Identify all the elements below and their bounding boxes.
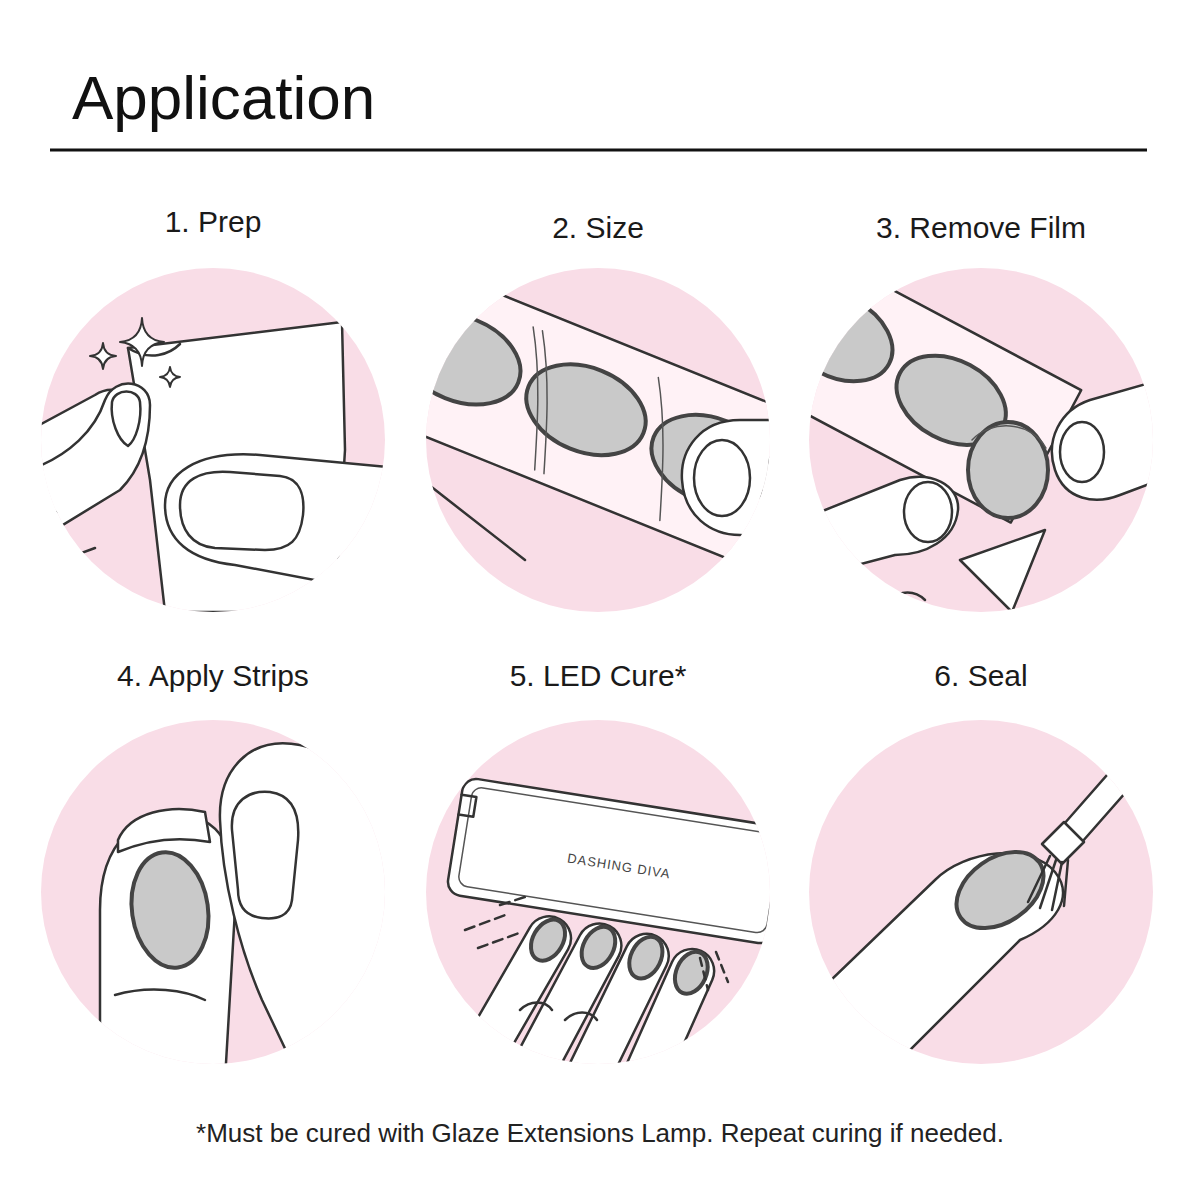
led-cure-illustration — [524, 914, 572, 967]
remove-film-illustration — [972, 426, 1046, 448]
title-block: Application — [72, 62, 375, 134]
size-illustration — [346, 256, 851, 600]
apply-strips-illustration — [220, 743, 400, 1080]
led-cure-illustration — [575, 921, 622, 974]
prep-illustration — [90, 343, 116, 369]
prep-illustration — [112, 392, 141, 447]
prep-illustration — [180, 472, 303, 550]
seal-illustration — [1064, 726, 1170, 842]
remove-film-illustration — [1060, 422, 1104, 482]
size-illustration — [493, 331, 593, 474]
seal-illustration — [800, 726, 1170, 1080]
remove-film-illustration — [800, 477, 958, 580]
apply-strips-illustration — [100, 743, 400, 1080]
apply-strips-illustration — [115, 990, 205, 1000]
led-cure-illustration — [457, 786, 781, 934]
led-cure-illustration — [669, 947, 714, 999]
prep-illustration — [120, 318, 164, 366]
remove-film-illustration — [904, 482, 952, 542]
led-cure-illustration — [458, 795, 476, 817]
prep-illustration — [160, 367, 180, 387]
step-heading: 5. LED Cure* — [408, 656, 788, 696]
size-illustration — [682, 420, 800, 540]
remove-film-illustration — [768, 274, 908, 399]
remove-film-illustration — [960, 530, 1045, 612]
footnote: *Must be cured with Glaze Extensions Lam… — [196, 1116, 1004, 1150]
apply-strips-illustration — [118, 809, 210, 852]
size-illustration — [346, 256, 851, 584]
led-cure-illustration — [446, 777, 790, 1133]
size-illustration — [484, 327, 584, 470]
size-illustration — [388, 297, 534, 421]
header-rule — [50, 149, 1147, 152]
remove-film-illustration — [968, 422, 1048, 518]
seal-illustration — [1028, 856, 1068, 910]
led-cure-illustration — [446, 777, 790, 945]
prep-illustration — [165, 454, 420, 600]
size-illustration — [420, 478, 525, 600]
size-illustration — [694, 440, 750, 516]
remove-film-illustration — [719, 235, 1160, 612]
step-heading: 3. Remove Film — [791, 208, 1171, 248]
step-heading: 4. Apply Strips — [23, 656, 403, 696]
prep-illustration — [30, 318, 420, 612]
step-heading: 6. Seal — [791, 656, 1171, 696]
led-cure-illustration — [446, 777, 790, 945]
apply-strips-illustration — [232, 792, 298, 919]
prep-illustration — [30, 548, 95, 572]
led-cure-illustration — [465, 896, 528, 948]
led-cure-illustration — [623, 931, 669, 984]
size-illustration — [346, 256, 851, 584]
size-illustration — [513, 348, 659, 472]
apply-strips-illustration — [100, 814, 236, 1080]
step-heading: 2. Size — [408, 208, 788, 248]
remove-film-illustration — [1052, 380, 1160, 500]
caption-block: *Must be cured with Glaze Extensions Lam… — [0, 1116, 1200, 1150]
led-cure-illustration — [700, 952, 728, 990]
led-cure-illustration — [520, 1003, 597, 1021]
apply-strips-illustration — [124, 847, 215, 972]
seal-illustration — [942, 836, 1057, 943]
page-title: Application — [72, 62, 375, 134]
remove-film-illustration — [890, 593, 925, 601]
prep-illustration — [30, 384, 150, 545]
step-heading: 1. Prep — [23, 202, 403, 242]
